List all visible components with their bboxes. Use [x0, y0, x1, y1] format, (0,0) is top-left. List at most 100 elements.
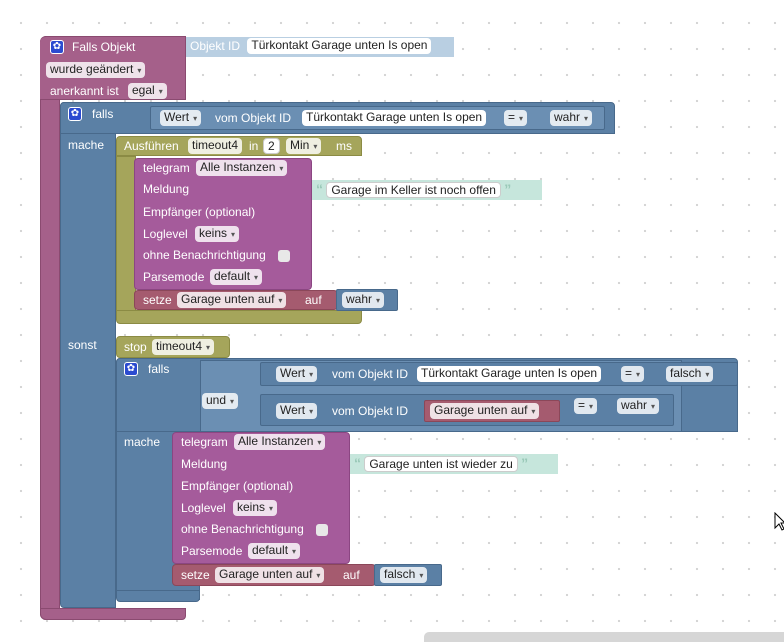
setze-value[interactable]: falsch▾	[380, 567, 428, 583]
trigger-footer	[40, 608, 186, 620]
chevron-down-icon: ▾	[584, 114, 589, 123]
telegram-message-text[interactable]: Garage unten ist wieder zu	[364, 456, 518, 472]
telegram-parsemode[interactable]: default▾	[248, 543, 301, 559]
quote-close-icon: ”	[504, 181, 512, 197]
timeout-label: Ausführen	[124, 139, 179, 153]
timeout-amount-input[interactable]: 2	[263, 138, 280, 154]
telegram-message-text[interactable]: Garage im Keller ist noch offen	[326, 182, 501, 198]
gear-icon[interactable]: ✿	[50, 40, 64, 54]
chevron-down-icon: ▾	[589, 402, 594, 411]
setze-value-label: falsch	[384, 567, 416, 581]
telegram-loglevel[interactable]: keins▾	[233, 500, 278, 516]
chevron-down-icon: ▾	[313, 142, 318, 151]
telegram-instance[interactable]: Alle Instanzen▾	[234, 434, 326, 450]
if-else-block[interactable]	[60, 102, 116, 608]
gear-icon[interactable]: ✿	[124, 362, 138, 376]
object-id-socket[interactable]: Objekt ID Türkontakt Garage unten Is ope…	[186, 37, 454, 57]
cond1-from-object: vom Objekt ID	[332, 367, 409, 381]
cond-boolean[interactable]: wahr▾	[550, 110, 593, 126]
chevron-down-icon: ▾	[316, 571, 321, 580]
and-operator-label: und	[206, 393, 227, 407]
cond2-boolean[interactable]: wahr▾	[617, 398, 660, 414]
gear-icon[interactable]: ✿	[68, 107, 82, 121]
telegram-instance[interactable]: Alle Instanzen▾	[196, 160, 288, 176]
chevron-down-icon: ▾	[531, 407, 536, 416]
timeout-unit-label: Min	[290, 138, 310, 152]
telegram-parsemode-value: default	[252, 543, 289, 557]
timeout-footer	[116, 310, 362, 324]
cond-value-kind[interactable]: Wert▾	[160, 110, 202, 126]
chevron-down-icon: ▾	[376, 296, 381, 305]
chevron-down-icon: ▾	[269, 504, 274, 513]
setze-auf-label: auf	[305, 293, 322, 307]
chevron-down-icon: ▾	[158, 87, 163, 96]
telegram-message[interactable]: “ Garage im Keller ist noch offen ”	[312, 180, 542, 200]
horizontal-scrollbar[interactable]	[424, 632, 784, 642]
cond1-operator-label: =	[625, 366, 633, 380]
else-sonst-label: sonst	[68, 338, 97, 352]
cond-from-object: vom Objekt ID	[215, 111, 292, 125]
telegram-parsemode-label: Parsemode	[143, 270, 205, 284]
cond1-boolean-label: falsch	[670, 366, 702, 380]
telegram-message[interactable]: “ Garage unten ist wieder zu ”	[350, 454, 558, 474]
telegram-block[interactable]	[172, 432, 350, 564]
if2-footer	[116, 590, 200, 602]
setze-variable-label: Garage unten auf	[219, 567, 313, 581]
event-dropdown-label: wurde geändert	[50, 62, 134, 76]
ack-dropdown[interactable]: egal▾	[128, 83, 167, 99]
chevron-down-icon: ▾	[636, 370, 641, 379]
quote-open-icon: “	[354, 455, 361, 471]
silent-checkbox[interactable]	[278, 250, 290, 262]
cond2-operator[interactable]: =▾	[574, 398, 598, 414]
chevron-down-icon: ▾	[651, 402, 656, 411]
trigger-block[interactable]	[40, 36, 60, 620]
timeout-unit[interactable]: Min▾	[286, 138, 322, 154]
chevron-down-icon: ▾	[230, 397, 235, 406]
stop-timeout-name-label: timeout4	[156, 339, 203, 353]
telegram-block[interactable]	[134, 158, 312, 290]
telegram-loglevel-value: keins	[199, 226, 228, 240]
chevron-down-icon: ▾	[519, 114, 524, 123]
chevron-down-icon: ▾	[292, 547, 297, 556]
cond1-value-kind-label: Wert	[280, 366, 306, 380]
telegram-instance-label: Alle Instanzen	[200, 160, 276, 174]
quote-close-icon: ”	[521, 455, 529, 471]
cond2-boolean-label: wahr	[621, 398, 648, 412]
event-dropdown[interactable]: wurde geändert▾	[46, 62, 146, 78]
cond2-variable[interactable]: Garage unten auf▾	[430, 403, 540, 419]
cond-operator[interactable]: =▾	[504, 110, 528, 126]
chevron-down-icon: ▾	[137, 66, 142, 75]
object-id-value[interactable]: Türkontakt Garage unten Is open	[247, 38, 432, 54]
setze-variable[interactable]: Garage unten auf▾	[177, 292, 287, 308]
if-falls-label: falls	[92, 107, 114, 121]
ack-label: anerkannt ist	[50, 84, 119, 98]
chevron-down-icon: ▾	[254, 273, 259, 282]
telegram-parsemode[interactable]: default▾	[210, 269, 263, 285]
telegram-loglevel[interactable]: keins▾	[195, 226, 240, 242]
cond2-value-kind[interactable]: Wert▾	[276, 403, 318, 419]
chevron-down-icon: ▾	[705, 370, 710, 379]
telegram-recipient-label: Empfänger (optional)	[143, 205, 256, 219]
silent-checkbox[interactable]	[316, 524, 328, 536]
if-mache-label: mache	[68, 138, 105, 152]
cond-operator-label: =	[508, 110, 516, 124]
chevron-down-icon: ▾	[193, 114, 198, 123]
cond2-variable-label: Garage unten auf	[434, 403, 528, 417]
quote-open-icon: “	[316, 181, 323, 197]
object-id-label: Objekt ID	[190, 39, 241, 53]
cond1-boolean[interactable]: falsch▾	[666, 366, 714, 382]
telegram-loglevel-label: Loglevel	[143, 227, 188, 241]
setze-value-label: wahr	[346, 292, 373, 306]
setze-label: setze	[181, 568, 210, 582]
timeout-name[interactable]: timeout4	[188, 138, 243, 154]
setze-variable[interactable]: Garage unten auf▾	[215, 567, 325, 583]
cond1-value-kind[interactable]: Wert▾	[276, 366, 318, 382]
cond1-operator[interactable]: =▾	[621, 366, 645, 382]
and-operator[interactable]: und▾	[202, 393, 239, 409]
stop-timeout-name[interactable]: timeout4▾	[152, 339, 215, 355]
setze-value[interactable]: wahr▾	[342, 292, 385, 308]
chevron-down-icon: ▾	[317, 438, 322, 447]
cond1-object-value[interactable]: Türkontakt Garage unten Is open	[417, 366, 602, 382]
cond-object-value[interactable]: Türkontakt Garage unten Is open	[302, 110, 487, 126]
chevron-down-icon: ▾	[309, 370, 314, 379]
